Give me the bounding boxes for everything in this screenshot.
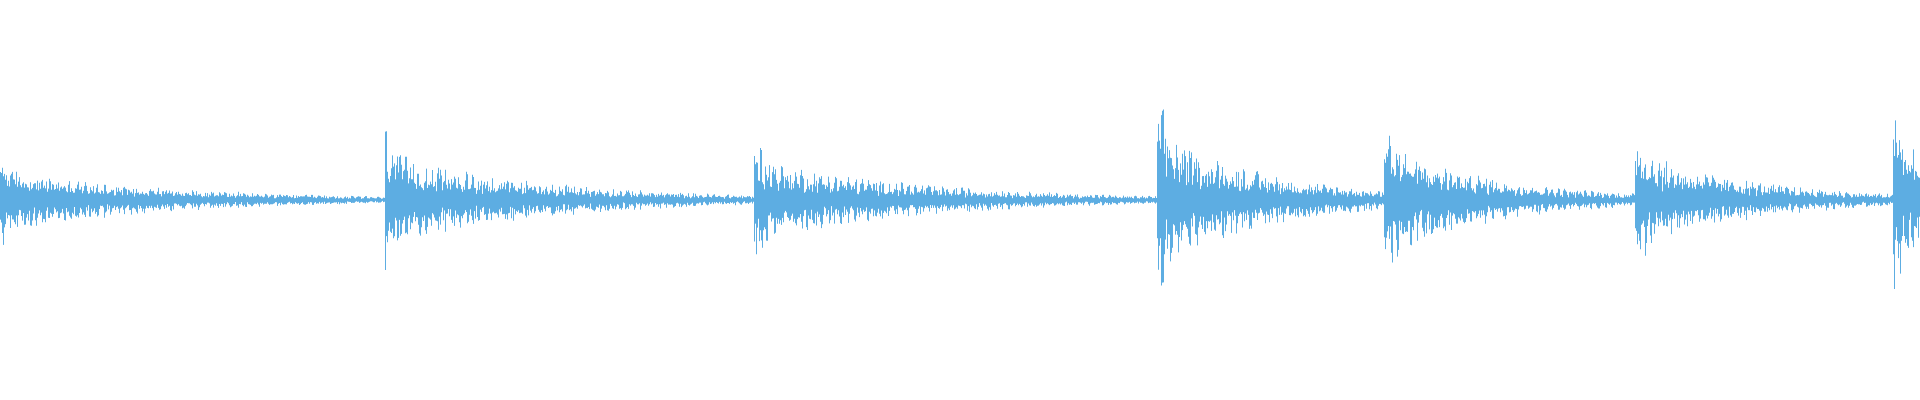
waveform-path: [0, 109, 1920, 289]
waveform-trace: [0, 109, 1920, 289]
